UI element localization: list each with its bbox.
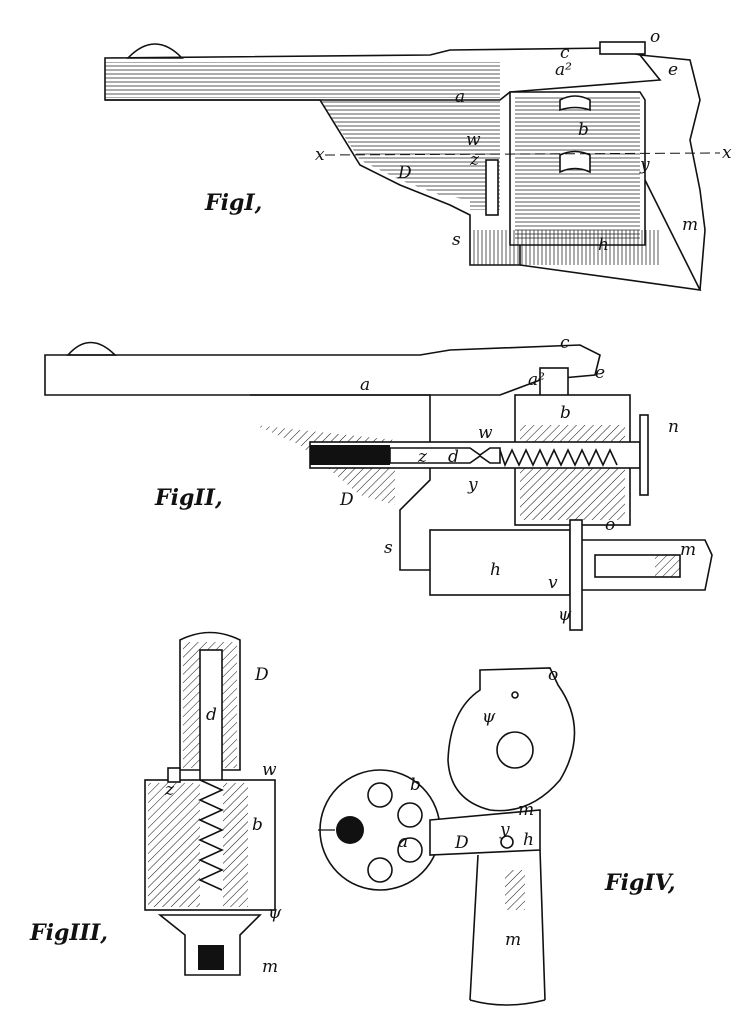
fig1-label-D: D xyxy=(397,163,412,183)
fig1-label-a: a xyxy=(455,87,465,107)
chamber-2 xyxy=(397,802,423,828)
front-sight xyxy=(126,43,184,59)
fig4-label-m: m xyxy=(518,800,534,820)
fig4-label-y: y xyxy=(499,820,510,840)
fig2-label-w: w xyxy=(478,423,493,443)
pin-d xyxy=(389,447,501,464)
figure-1: x x a a² c o e b w z D y m s h FigI, xyxy=(104,27,732,292)
pin-y-4 xyxy=(500,835,514,849)
fig2-label-d: d xyxy=(448,447,459,467)
section-line xyxy=(324,152,721,156)
front-sight-2 xyxy=(66,341,117,356)
hammer-top xyxy=(599,41,646,55)
spring-3 xyxy=(198,779,224,891)
barrel-shading xyxy=(105,62,500,98)
fig1-label-m: m xyxy=(682,215,698,235)
fig1-label-w: w xyxy=(466,130,481,150)
chamber-4 xyxy=(367,857,393,883)
fig4-label-m2: m xyxy=(505,930,521,950)
fig3-label-b: b xyxy=(252,815,263,835)
fig2-label-o: o xyxy=(605,515,615,535)
fig2-label-c: c xyxy=(560,333,570,353)
fig1-label-x2: x xyxy=(722,143,732,163)
fig1-label-e: e xyxy=(668,60,678,80)
fig3-label-psi: ψ xyxy=(268,903,282,923)
fig3-label-D: D xyxy=(254,665,269,685)
fig3-title: FigIII, xyxy=(29,920,108,946)
grip-shading xyxy=(470,230,660,265)
cylinder-3-hatch-left xyxy=(148,783,200,907)
fig1-label-y: y xyxy=(639,155,650,175)
grip-2 xyxy=(582,539,713,591)
fig3-label-z: z xyxy=(164,780,175,800)
cylinder-flute-mid xyxy=(559,150,591,174)
figure-4: o ψ b a D m y h m FigIV, xyxy=(318,665,676,1006)
fig2-label-h: h xyxy=(490,560,501,580)
ratchet-hole xyxy=(511,691,519,699)
hinge-h xyxy=(429,529,571,596)
fig2-label-m: m xyxy=(680,540,696,560)
barrel-2-outline xyxy=(44,344,601,396)
fig4-label-h: h xyxy=(523,830,534,850)
fig2-label-y: y xyxy=(467,475,478,495)
fig2-title: FigII, xyxy=(154,485,223,511)
fig4-label-o: o xyxy=(548,665,558,685)
figure-3: D d z w b ψ m FigIII, xyxy=(29,631,282,977)
hammer-2 xyxy=(539,367,569,397)
fig1-label-c: c xyxy=(560,43,570,63)
fig1-label-s: s xyxy=(452,230,461,250)
stud-z-3 xyxy=(167,767,181,783)
fig1-label-a2: a² xyxy=(555,60,572,80)
fig1-label-h: h xyxy=(598,235,609,255)
figure-2: a a² c e b w n z d y D s h o m v ψ FigII… xyxy=(44,333,713,631)
fig1-title: FigI, xyxy=(204,190,262,216)
spring-2 xyxy=(499,448,618,468)
fig4-label-a: a xyxy=(398,832,408,852)
chamber-1 xyxy=(367,782,393,808)
fig2-label-b: b xyxy=(560,403,571,423)
fig4-label-b: b xyxy=(410,775,421,795)
plunger-3 xyxy=(198,945,224,970)
frame-2-outline xyxy=(250,394,431,571)
fig1-label-o: o xyxy=(650,27,660,47)
fig2-label-psi: ψ xyxy=(558,605,572,625)
fig3-label-d: d xyxy=(206,705,217,725)
fig1-label-x1: x xyxy=(315,145,325,165)
ratchet-psi xyxy=(569,519,583,631)
cylinder-flute-top xyxy=(559,95,591,112)
fig2-label-s: s xyxy=(384,538,393,558)
fig4-title: FigIV, xyxy=(604,870,676,896)
fig3-label-w: w xyxy=(262,760,277,780)
bore-shadow xyxy=(310,445,390,465)
grip-outline xyxy=(519,179,702,292)
fig2-label-a: a xyxy=(360,375,370,395)
chamber-3 xyxy=(397,837,423,863)
fig1-label-z: z xyxy=(469,150,480,170)
frame-rear xyxy=(639,54,706,291)
plunger-knurl xyxy=(655,555,680,577)
fig4-label-D: D xyxy=(454,833,469,853)
grip-4 xyxy=(469,849,546,1006)
fig2-label-v: v xyxy=(548,573,558,593)
fig2-label-D: D xyxy=(339,490,354,510)
fig2-label-z: z xyxy=(417,447,428,467)
fig2-label-a2: a² xyxy=(528,370,545,390)
fig4-label-psi: ψ xyxy=(482,707,496,727)
plunger-4 xyxy=(505,870,525,910)
cylinder-3-hatch-right xyxy=(223,783,248,907)
fig3-label-m: m xyxy=(262,957,278,977)
ratchet-hub xyxy=(496,731,534,769)
ratchet-n xyxy=(639,414,649,496)
chamber-loaded xyxy=(336,816,364,844)
fig2-label-n: n xyxy=(668,417,679,437)
fig2-label-e: e xyxy=(595,363,605,383)
cylinder-2-hatching xyxy=(520,425,625,520)
fig1-label-b: b xyxy=(578,120,589,140)
locking-pin xyxy=(485,159,499,216)
